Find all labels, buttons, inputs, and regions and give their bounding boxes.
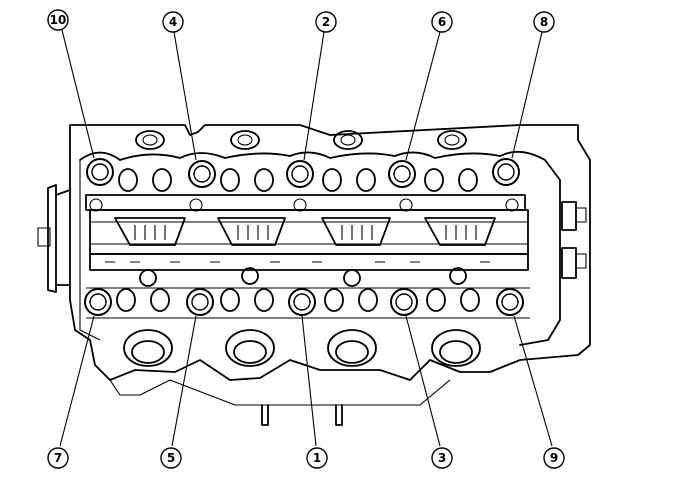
callout-3: 3 [431, 447, 453, 469]
svg-text:9: 9 [550, 451, 558, 465]
bolt-9 [496, 288, 524, 316]
bolt-6 [388, 160, 416, 188]
svg-text:4: 4 [169, 15, 177, 29]
upper-valve-row [118, 168, 478, 192]
bolt-8 [492, 158, 520, 186]
callout-8: 8 [533, 11, 555, 33]
callout-10: 10 [47, 9, 69, 31]
svg-text:3: 3 [438, 451, 446, 465]
svg-text:1: 1 [313, 451, 321, 465]
head-bolts [84, 158, 524, 316]
cylinder-head [37, 124, 591, 426]
bolt-4 [188, 160, 216, 188]
svg-text:7: 7 [54, 451, 62, 465]
intake-ports [123, 329, 481, 367]
svg-text:8: 8 [540, 15, 548, 29]
callout-5: 5 [160, 447, 182, 469]
combustion-chambers [114, 217, 496, 246]
bolt-10 [86, 158, 114, 186]
leader-lines [59, 29, 553, 447]
svg-text:5: 5 [167, 451, 175, 465]
lower-valve-row [116, 288, 480, 312]
callout-1: 1 [306, 447, 328, 469]
callout-4: 4 [162, 11, 184, 33]
bolt-2 [286, 160, 314, 188]
bolt-5 [186, 288, 214, 316]
callout-6: 6 [431, 11, 453, 33]
svg-text:2: 2 [322, 15, 330, 29]
callout-7: 7 [47, 447, 69, 469]
svg-text:10: 10 [50, 13, 67, 27]
callout-9: 9 [543, 447, 565, 469]
bolt-3 [390, 288, 418, 316]
svg-text:6: 6 [438, 15, 446, 29]
bolt-1 [288, 288, 316, 316]
callout-2: 2 [315, 11, 337, 33]
bolt-7 [84, 288, 112, 316]
